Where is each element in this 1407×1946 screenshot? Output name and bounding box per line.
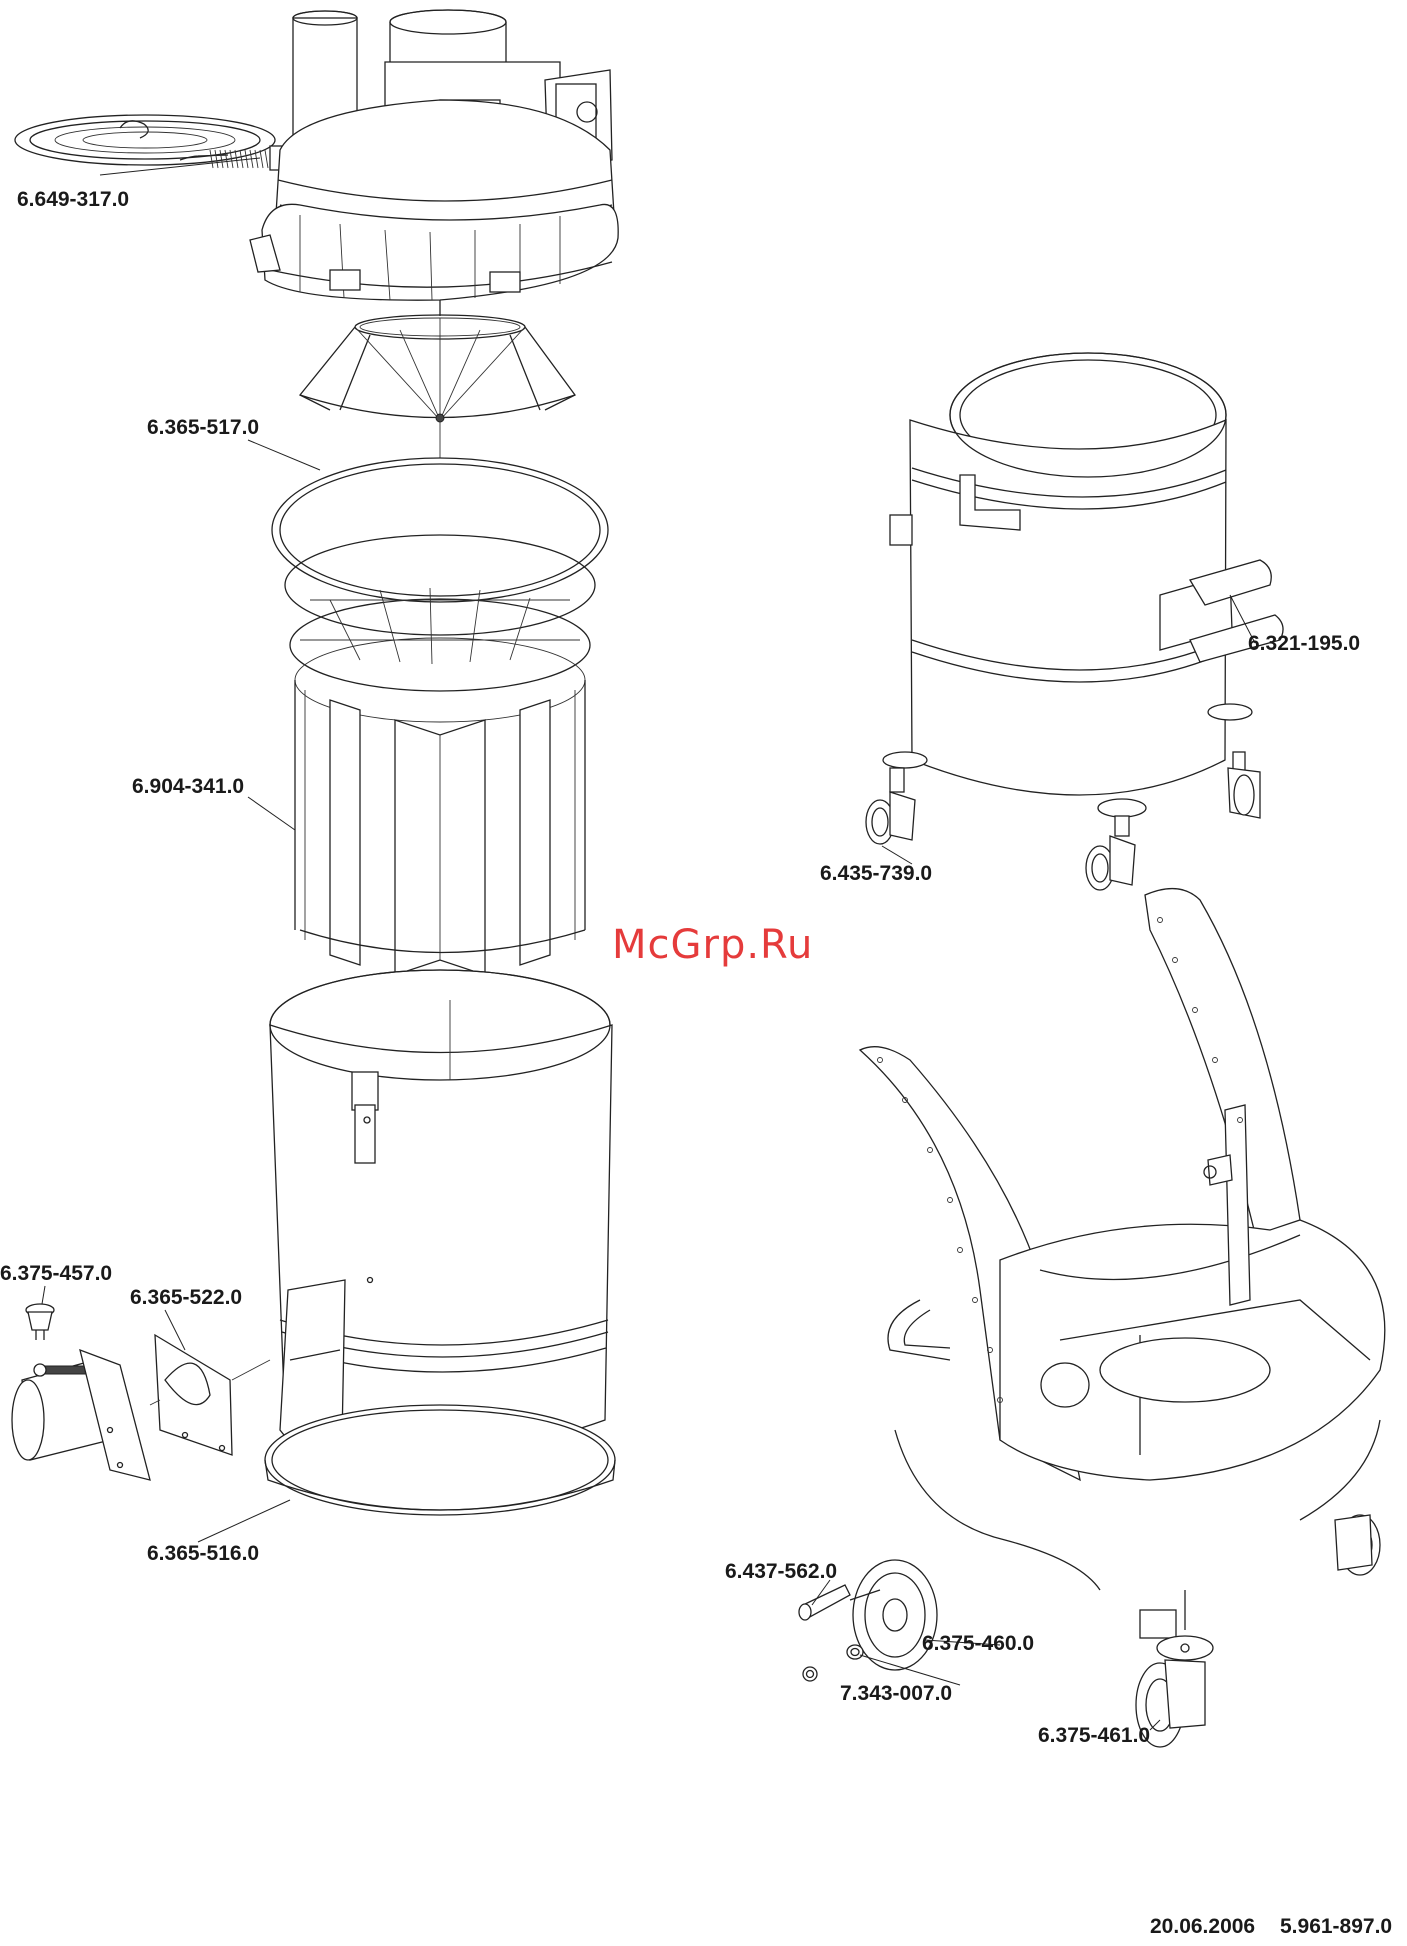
part-label-p12: 6.375-461.0 xyxy=(1038,1724,1150,1747)
motor-head-drawing xyxy=(15,10,618,316)
part-label-p3: 6.904-341.0 xyxy=(132,775,244,798)
watermark: McGrp.Ru xyxy=(612,922,813,968)
footer-doc-number: 5.961-897.0 xyxy=(1280,1915,1392,1938)
chassis-frame-drawing xyxy=(799,889,1385,1747)
part-label-p4: 6.375-457.0 xyxy=(0,1262,112,1285)
part-label-p1: 6.649-317.0 xyxy=(17,188,129,211)
part-label-p9: 6.437-562.0 xyxy=(725,1560,837,1583)
container-trolley-drawing xyxy=(866,353,1283,890)
part-label-p2: 6.365-517.0 xyxy=(147,416,259,439)
part-label-p5: 6.365-522.0 xyxy=(130,1286,242,1309)
dust-container-drawing xyxy=(265,970,615,1515)
part-label-p10: 6.375-460.0 xyxy=(922,1632,1034,1655)
footer: 20.06.2006 5.961-897.0 xyxy=(1150,1915,1392,1938)
part-label-p8: 6.435-739.0 xyxy=(820,862,932,885)
footer-date: 20.06.2006 xyxy=(1150,1915,1255,1938)
inlet-parts-drawing xyxy=(12,1304,270,1480)
gasket-ring-drawing xyxy=(272,458,608,602)
part-label-p11: 7.343-007.0 xyxy=(840,1682,952,1705)
part-label-p7: 6.321-195.0 xyxy=(1248,632,1360,655)
part-label-p6: 6.365-516.0 xyxy=(147,1542,259,1565)
